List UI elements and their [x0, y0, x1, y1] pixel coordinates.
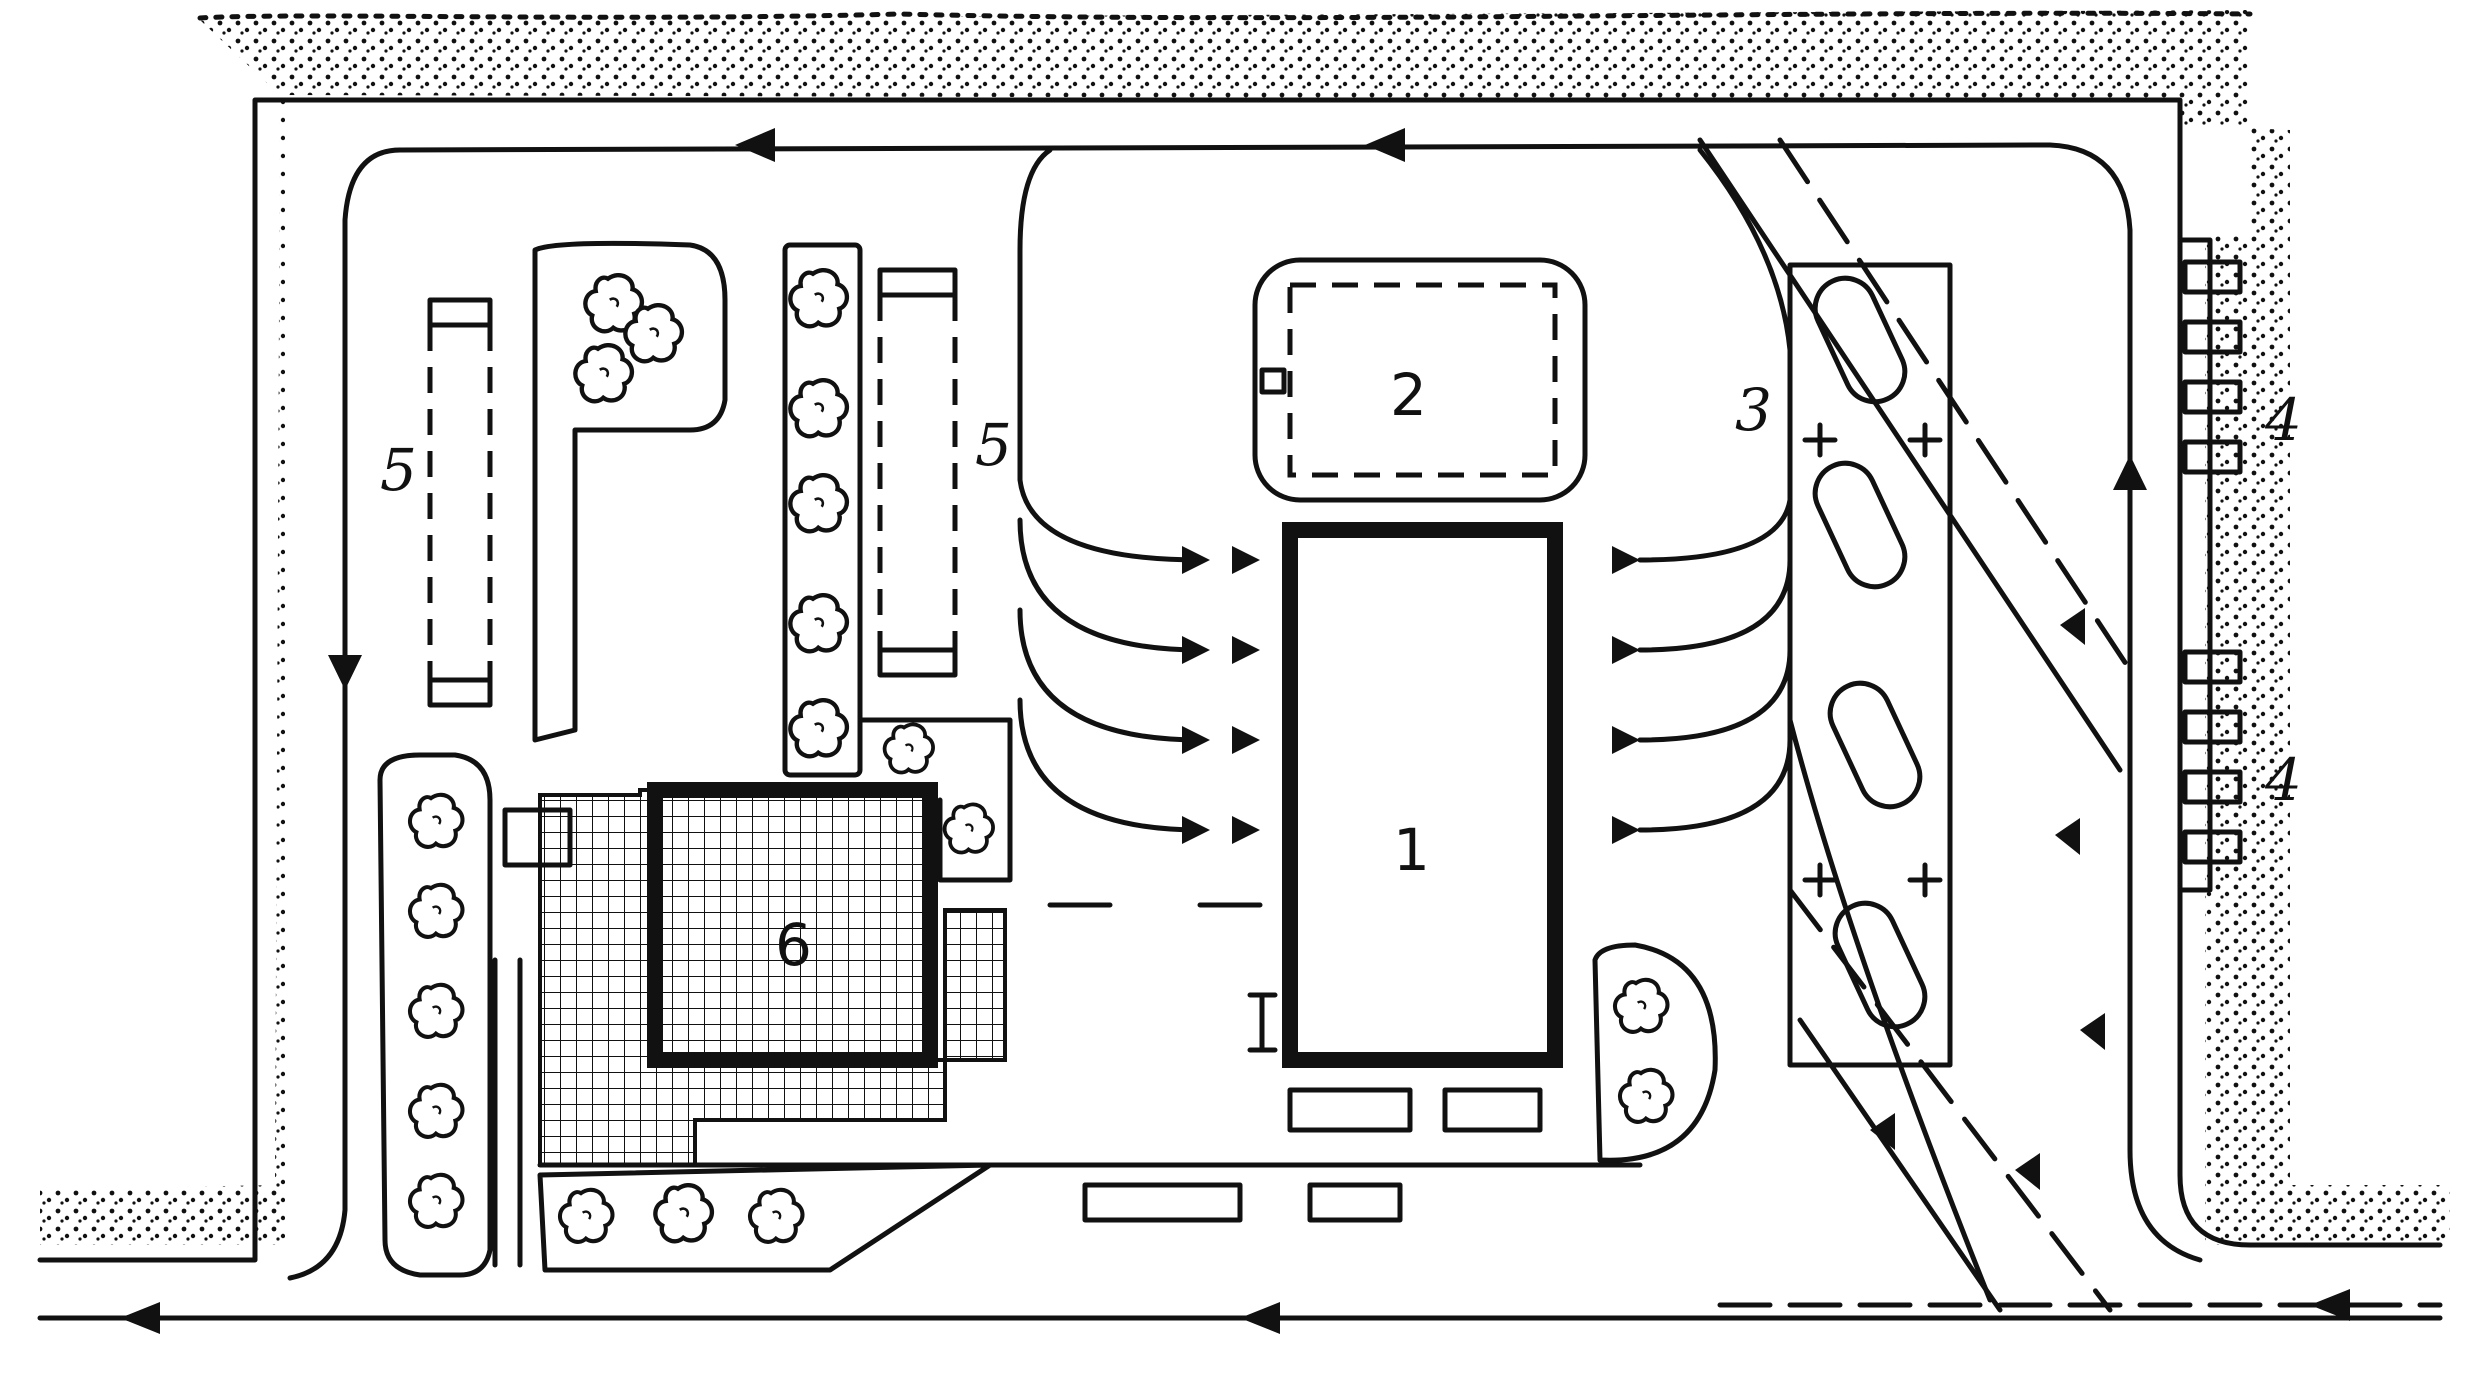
parked-bus-2: [1812, 460, 1908, 590]
planting-bed-bottom: [537, 1162, 1643, 1273]
building-1: 1: [1247, 522, 1563, 1068]
label-4b: 4: [2264, 746, 2302, 814]
label-5a: 5: [380, 436, 417, 504]
loading-lanes: [1017, 147, 1793, 844]
label-2: 2: [1390, 361, 1427, 429]
label-1: 1: [1393, 816, 1430, 884]
tree-column: [782, 242, 1013, 883]
label-4a: 4: [2264, 386, 2302, 454]
building-2: 2: [1252, 257, 1588, 503]
parking-area-4: 4 4: [2177, 237, 2302, 893]
traffic-arrows: [120, 128, 2350, 1334]
building-6: 6: [502, 782, 1007, 1167]
parked-bus-3: [1827, 680, 1923, 810]
label-6: 6: [775, 911, 812, 979]
area-5-right: 5: [877, 267, 1012, 678]
tree-strip-left: [377, 752, 523, 1278]
tree-belt-top: [532, 240, 728, 743]
label-5b: 5: [975, 411, 1012, 479]
parked-bus-4: [1832, 900, 1928, 1030]
area-5-left: 5: [380, 297, 493, 708]
site-features: [1047, 902, 1718, 1223]
stippled-greenery-border: [40, 10, 2450, 1245]
label-3: 3: [1735, 376, 1772, 444]
parking-area-3: 3: [1697, 137, 2133, 1313]
parked-bus-1: [1812, 275, 1908, 405]
